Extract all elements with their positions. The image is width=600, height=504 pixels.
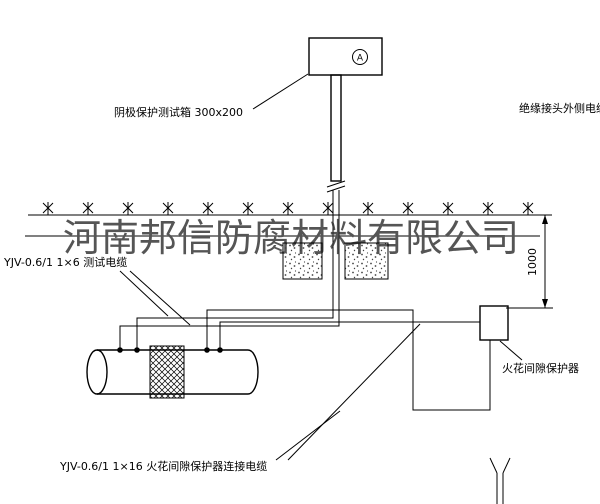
connection-cable-leader-line [275,410,341,461]
pipe-left-end [86,349,108,395]
label-spark-gap-connection-cable: YJV-0.6/1 1×16 火花间隙保护器连接电缆 [59,459,267,473]
dimension-arrow-top [542,215,548,224]
spark-gap-box [479,305,509,341]
test-cable-2 [119,280,340,352]
insulated-joint [149,345,185,399]
test-cable-label: YJV-0.6/1 1×6 测试电缆 [3,256,191,326]
pipeline [86,345,259,399]
dimension-arrow-bottom [542,299,548,308]
connection-cable-leader-line [287,323,421,461]
label-test-box: 阴极保护测试箱 300x200 [114,105,243,119]
label-insulated-joint-outer-cable: 绝缘接头外侧电缆 [519,101,600,115]
dimension-text: 1000 [526,248,539,276]
spark-cable-2 [206,309,491,411]
connection-cable-label: YJV-0.6/1 1×16 火花间隙保护器连接电缆 [59,323,421,473]
foundation-block-right [344,242,389,280]
label-test-cable: YJV-0.6/1 1×6 测试电缆 [3,256,127,269]
ground-line [28,201,552,216]
post-break-mark [326,180,346,188]
foundation-block-left [282,242,323,280]
pipe-right-end [247,349,259,395]
test-cable-leader-line [129,270,191,326]
post-break-mark [326,185,346,193]
spark-gap-cables [206,309,491,411]
test-cable-leader-line [119,270,169,317]
ground-hatch-marks [42,201,534,216]
spark-cable-1 [219,321,480,352]
post-upper [330,74,342,182]
test-cable-1 [136,280,334,352]
spark-gap-leader-line [499,340,523,361]
spark-gap-protector: 火花间隙保护器 [479,305,579,375]
test-box-leader-line [252,73,309,110]
test-post [326,74,346,280]
ammeter-letter: A [357,54,364,64]
label-spark-gap-protector: 火花间隙保护器 [502,361,579,375]
ammeter-symbol-icon: A [352,49,368,65]
dimension-1000: 1000 [506,215,553,309]
test-cables [119,280,340,352]
test-box: A [308,37,383,76]
section-marker-symbol [489,457,511,504]
concrete-foundation [282,242,389,280]
test-box-outline [308,37,383,76]
